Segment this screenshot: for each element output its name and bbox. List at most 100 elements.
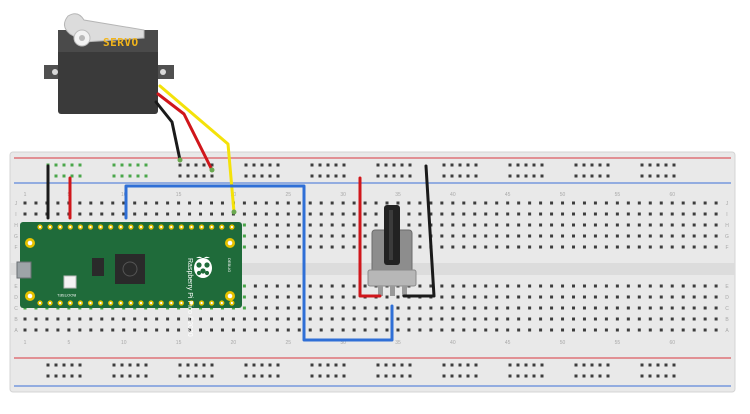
column-number-label: 55 (615, 340, 621, 346)
pico-pin-hole (49, 225, 52, 229)
pico-pin-hole (79, 301, 82, 305)
breadboard-hole (62, 174, 66, 178)
breadboard-hole (136, 163, 140, 167)
breadboard-hole (144, 317, 148, 321)
breadboard-hole (56, 328, 60, 332)
breadboard-hole (242, 317, 246, 321)
breadboard-hole (376, 174, 380, 178)
breadboard-hole (308, 295, 312, 299)
breadboard-hole (539, 306, 543, 310)
breadboard-hole (62, 163, 66, 167)
breadboard-hole (550, 201, 554, 205)
breadboard-hole (640, 363, 644, 367)
breadboard-hole (561, 317, 565, 321)
breadboard-hole (714, 223, 718, 227)
row-letter-label: F (725, 245, 728, 251)
breadboard-hole (384, 174, 388, 178)
breadboard-hole (561, 306, 565, 310)
breadboard-hole (342, 374, 346, 378)
breadboard-hole (407, 328, 411, 332)
breadboard-hole (408, 163, 412, 167)
breadboard-hole (582, 163, 586, 167)
wire-end (231, 209, 237, 215)
breadboard-hole (209, 317, 213, 321)
breadboard-hole (199, 317, 203, 321)
pico-pin-hole (220, 225, 223, 229)
breadboard-hole (626, 245, 630, 249)
breadboard-hole (524, 374, 528, 378)
pico-pin-hole (210, 301, 213, 305)
breadboard-hole (89, 317, 93, 321)
breadboard-hole (23, 201, 27, 205)
breadboard-hole (384, 374, 388, 378)
breadboard-hole (166, 212, 170, 216)
column-number-label: 20 (231, 340, 237, 346)
breadboard-hole (670, 284, 674, 288)
breadboard-hole (341, 284, 345, 288)
breadboard-hole (451, 245, 455, 249)
breadboard-hole (62, 363, 66, 367)
breadboard-hole (319, 234, 323, 238)
breadboard-hole (508, 174, 512, 178)
breadboard-hole (495, 284, 499, 288)
pico-pin-hole (109, 301, 112, 305)
breadboard-hole (714, 306, 718, 310)
breadboard-hole (670, 201, 674, 205)
breadboard-hole (210, 363, 214, 367)
row-letter-label: E (14, 284, 18, 290)
potentiometer-pin (390, 286, 395, 296)
breadboard-hole (659, 245, 663, 249)
breadboard-hole (199, 328, 203, 332)
column-number-label: 45 (505, 340, 511, 346)
breadboard-hole (194, 163, 198, 167)
breadboard-hole (462, 284, 466, 288)
breadboard-hole (648, 163, 652, 167)
breadboard-hole (615, 306, 619, 310)
breadboard-hole (111, 317, 115, 321)
breadboard-hole (561, 284, 565, 288)
breadboard-hole (352, 234, 356, 238)
breadboard-hole (637, 234, 641, 238)
row-letter-label: C (725, 306, 729, 312)
breadboard-hole (473, 212, 477, 216)
breadboard-hole (268, 174, 272, 178)
breadboard-hole (550, 284, 554, 288)
breadboard-hole (374, 201, 378, 205)
breadboard-hole (264, 245, 268, 249)
breadboard-hole (495, 212, 499, 216)
breadboard-hole (484, 245, 488, 249)
breadboard-hole (550, 223, 554, 227)
column-number-label: 35 (395, 340, 401, 346)
row-letter-label: I (726, 212, 727, 218)
pico-pin-hole (99, 225, 102, 229)
breadboard-hole (539, 245, 543, 249)
breadboard-hole (308, 245, 312, 249)
breadboard-hole (450, 174, 454, 178)
breadboard-hole (484, 306, 488, 310)
breadboard-hole (330, 306, 334, 310)
breadboard-hole (100, 201, 104, 205)
breadboard-hole (598, 163, 602, 167)
breadboard-hole (188, 201, 192, 205)
breadboard-hole (318, 374, 322, 378)
row-letter-label: E (725, 284, 729, 290)
breadboard-hole (484, 212, 488, 216)
breadboard-hole (440, 201, 444, 205)
breadboard-hole (659, 201, 663, 205)
pico-pin-hole (190, 225, 193, 229)
breadboard-hole (429, 317, 433, 321)
breadboard-hole (308, 234, 312, 238)
breadboard-hole (242, 201, 246, 205)
potentiometer (367, 205, 417, 296)
pico-pin-hole (160, 301, 163, 305)
breadboard-hole (194, 363, 198, 367)
breadboard-hole (440, 245, 444, 249)
breadboard-hole (550, 306, 554, 310)
breadboard-hole (672, 174, 676, 178)
column-number-label: 1 (24, 340, 27, 346)
row-letter-label: J (15, 201, 18, 207)
breadboard-hole (648, 295, 652, 299)
breadboard-hole (253, 306, 257, 310)
breadboard-hole (442, 174, 446, 178)
